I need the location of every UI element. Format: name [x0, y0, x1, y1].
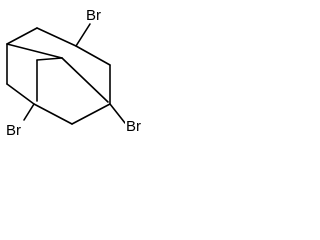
molecule-diagram: Br Br Br: [0, 0, 153, 146]
bond: [61, 57, 109, 103]
bond: [6, 83, 35, 105]
bond: [36, 27, 77, 47]
adamantane-skeleton: [6, 23, 126, 125]
bond: [6, 43, 63, 59]
bond: [71, 103, 111, 125]
bond: [23, 103, 35, 121]
bromine-label-top: Br: [85, 7, 102, 24]
bromine-label-bottom-right: Br: [125, 118, 142, 135]
bromine-label-bottom-left: Br: [5, 122, 22, 139]
bond: [75, 45, 111, 66]
bond: [109, 103, 126, 124]
bond: [6, 27, 38, 45]
bond: [33, 103, 73, 125]
bond: [36, 57, 63, 61]
bond: [75, 23, 91, 47]
